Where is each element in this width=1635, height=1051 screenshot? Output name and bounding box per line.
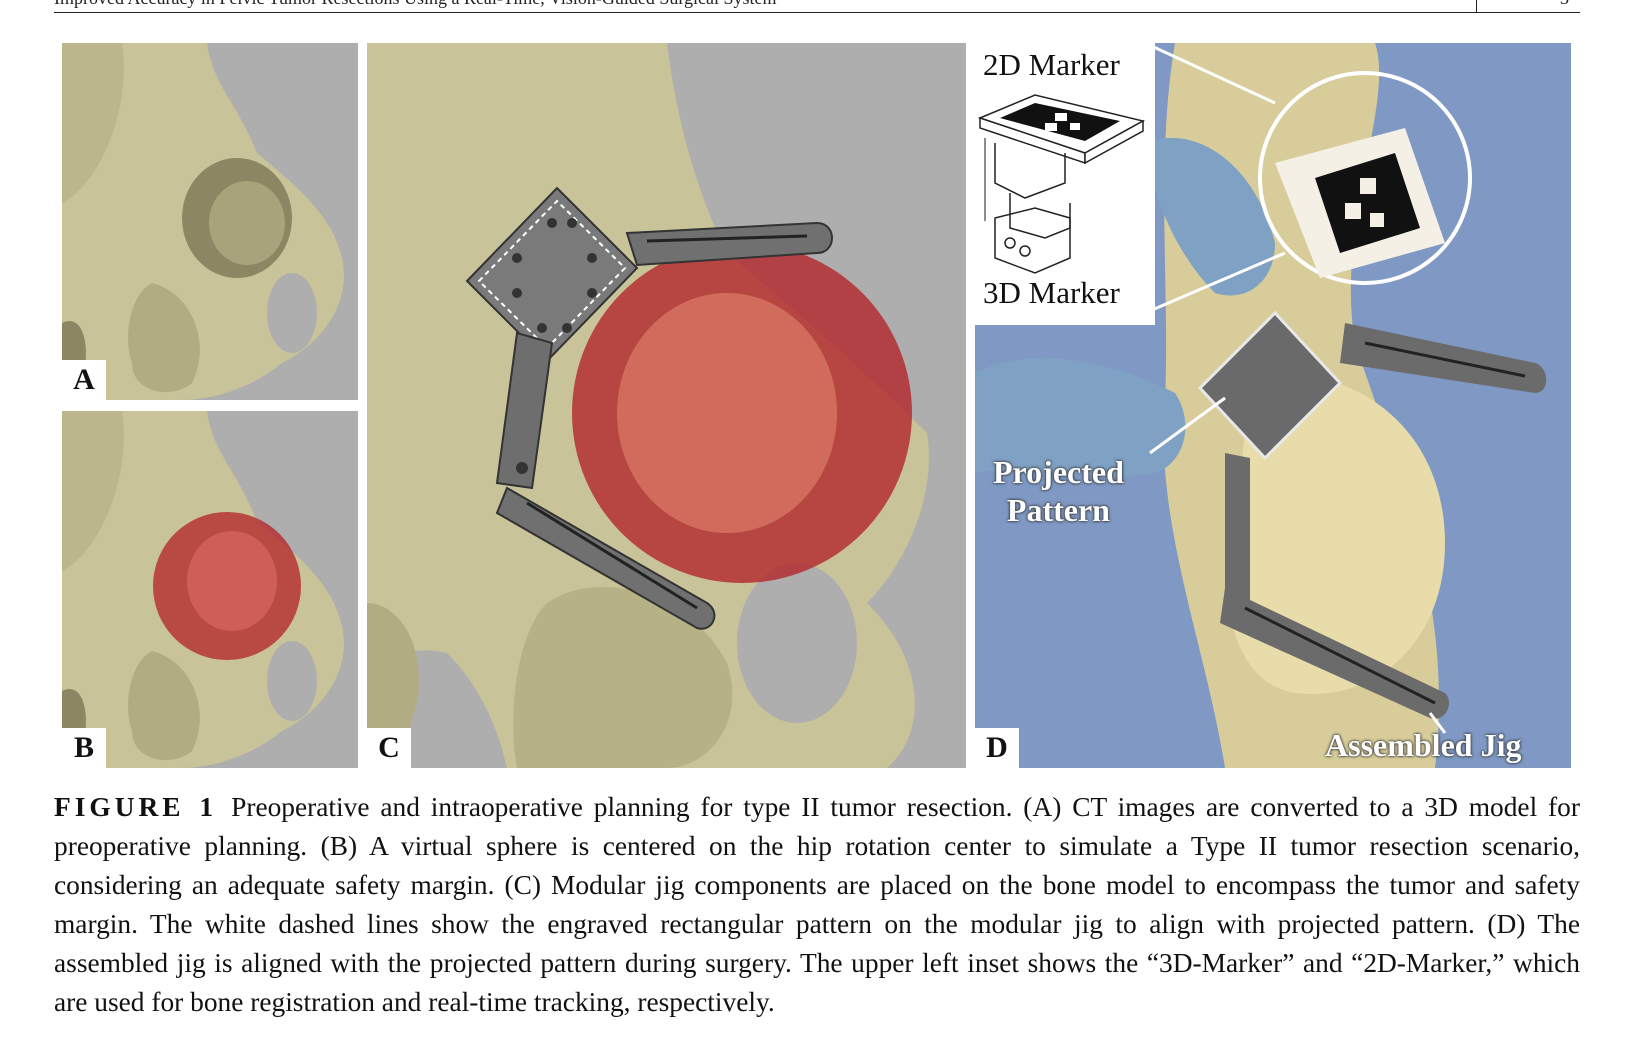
panel-b-letter: B bbox=[62, 728, 106, 768]
marker-3d-label: 3D Marker bbox=[983, 275, 1120, 310]
assembled-jig-label: Assembled Jig bbox=[1325, 727, 1522, 763]
marker-drawing bbox=[977, 94, 1146, 274]
pelvis-sphere-image bbox=[62, 411, 344, 768]
running-header: Improved Accuracy in Pelvic Tumor Resect… bbox=[54, 0, 777, 9]
caption-text: Preoperative and intraoperative planning… bbox=[54, 792, 1580, 1017]
header-rule bbox=[54, 12, 1580, 13]
pelvis-model-image bbox=[62, 43, 344, 400]
projected-pattern-line2: Pattern bbox=[1006, 492, 1110, 528]
panel-a-letter: A bbox=[62, 360, 106, 400]
figure-panel-d: 2D Marker 3D Marker Projected Pattern As… bbox=[975, 43, 1571, 768]
jig-on-bone-image bbox=[367, 43, 929, 768]
figure-panel-a: A bbox=[62, 43, 358, 400]
projected-pattern-line1: Projected bbox=[993, 454, 1124, 490]
page-number: 3 bbox=[1560, 0, 1569, 9]
header-separator bbox=[1476, 0, 1477, 12]
figure-label: FIGURE 1 bbox=[54, 792, 218, 822]
panel-c-letter: C bbox=[367, 728, 411, 768]
figure-panel-b: B bbox=[62, 411, 358, 768]
marker-inset: 2D Marker 3D Marker bbox=[975, 43, 1155, 325]
figure-panel-c: C bbox=[367, 43, 966, 768]
marker-2d-label: 2D Marker bbox=[983, 47, 1120, 82]
panel-d-letter: D bbox=[975, 728, 1019, 768]
projected-pattern-label: Projected Pattern bbox=[993, 453, 1124, 529]
